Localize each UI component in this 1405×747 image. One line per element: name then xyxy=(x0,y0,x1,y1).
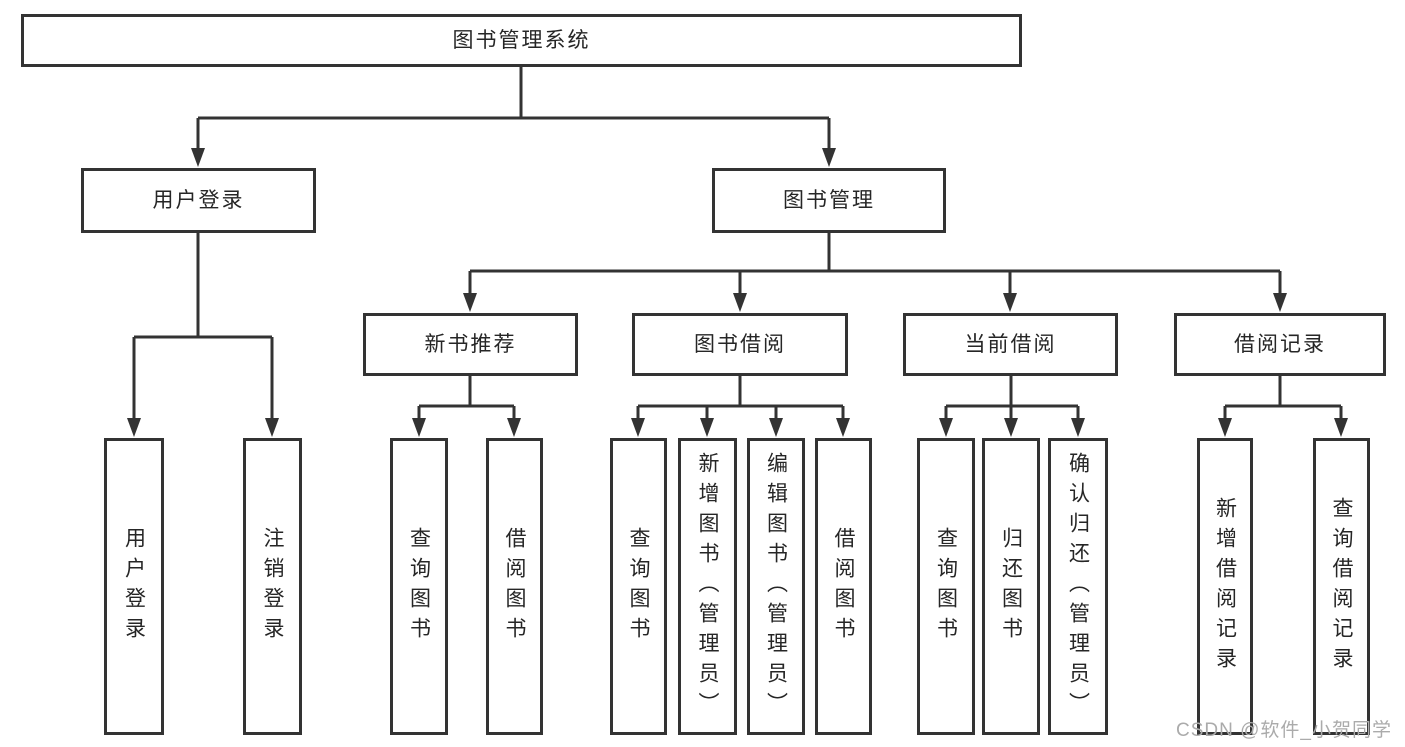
leaf-logout-label: 注销登录 xyxy=(261,526,284,647)
arrowhead-down-icon xyxy=(265,418,279,437)
node-current-borrowing-label: 当前借阅 xyxy=(964,333,1057,356)
connector-root-to-level2 xyxy=(191,66,836,167)
arrowhead-down-icon xyxy=(939,418,953,437)
leaf-edit-books-admin-label: 编辑图书（管理员） xyxy=(764,451,788,722)
node-book-management-label: 图书管理 xyxy=(783,189,875,212)
node-user-login-label: 用户登录 xyxy=(152,189,245,212)
arrowhead-down-icon xyxy=(769,418,783,437)
arrowhead-down-icon xyxy=(822,148,836,167)
leaf-user-login-label: 用户登录 xyxy=(122,526,146,647)
leaf-query-books-3-label: 查询图书 xyxy=(934,526,958,647)
leaf-confirm-return-admin: 确认归还（管理员） xyxy=(1048,438,1108,735)
leaf-borrow-books-1-label: 借阅图书 xyxy=(503,526,526,647)
connector-new-book-recommend-children xyxy=(412,376,521,437)
node-user-login: 用户登录 xyxy=(81,168,316,233)
arrowhead-down-icon xyxy=(1071,418,1085,437)
node-book-borrowing: 图书借阅 xyxy=(632,313,848,376)
leaf-add-borrow-record: 新增借阅记录 xyxy=(1197,438,1253,735)
node-borrowing-records-label: 借阅记录 xyxy=(1234,333,1326,356)
leaf-confirm-return-admin-label: 确认归还（管理员） xyxy=(1066,451,1090,722)
leaf-borrow-books-1: 借阅图书 xyxy=(486,438,543,735)
leaf-borrow-books-2: 借阅图书 xyxy=(815,438,872,735)
leaf-edit-books-admin: 编辑图书（管理员） xyxy=(747,438,805,735)
connector-borrowing-records-children xyxy=(1218,376,1348,437)
connector-book-borrowing-children xyxy=(631,376,850,437)
leaf-query-books-1-label: 查询图书 xyxy=(407,526,431,647)
leaf-add-books-admin-label: 新增图书（管理员） xyxy=(696,451,719,722)
arrowhead-down-icon xyxy=(127,418,141,437)
node-book-management: 图书管理 xyxy=(712,168,946,233)
leaf-query-books-3: 查询图书 xyxy=(917,438,975,735)
arrowhead-down-icon xyxy=(412,418,426,437)
connector-book-management-children xyxy=(463,233,1287,312)
node-book-borrowing-label: 图书借阅 xyxy=(694,333,786,356)
node-borrowing-records: 借阅记录 xyxy=(1174,313,1386,376)
arrowhead-down-icon xyxy=(1003,293,1017,312)
arrowhead-down-icon xyxy=(631,418,645,437)
node-new-book-recommend: 新书推荐 xyxy=(363,313,578,376)
arrowhead-down-icon xyxy=(1334,418,1348,437)
leaf-query-borrow-record: 查询借阅记录 xyxy=(1313,438,1370,735)
leaf-query-borrow-record-label: 查询借阅记录 xyxy=(1330,496,1353,677)
arrowhead-down-icon xyxy=(1273,293,1287,312)
connector-user-login-children xyxy=(127,233,279,437)
arrowhead-down-icon xyxy=(1004,418,1018,437)
leaf-borrow-books-2-label: 借阅图书 xyxy=(832,526,855,647)
node-new-book-recommend-label: 新书推荐 xyxy=(424,333,517,356)
arrowhead-down-icon xyxy=(463,293,477,312)
leaf-query-books-1: 查询图书 xyxy=(390,438,448,735)
leaf-query-books-2: 查询图书 xyxy=(610,438,667,735)
arrowhead-down-icon xyxy=(191,148,205,167)
watermark-text: CSDN @软件_小贺同学 xyxy=(1176,720,1392,741)
arrowhead-down-icon xyxy=(507,418,521,437)
leaf-return-books-label: 归还图书 xyxy=(999,526,1023,647)
node-root-label: 图书管理系统 xyxy=(452,29,591,52)
arrowhead-down-icon xyxy=(700,418,714,437)
arrowhead-down-icon xyxy=(836,418,850,437)
leaf-query-books-2-label: 查询图书 xyxy=(627,526,650,647)
leaf-return-books: 归还图书 xyxy=(982,438,1040,735)
leaf-add-books-admin: 新增图书（管理员） xyxy=(678,438,737,735)
leaf-logout: 注销登录 xyxy=(243,438,302,735)
leaf-user-login: 用户登录 xyxy=(104,438,164,735)
arrowhead-down-icon xyxy=(733,293,747,312)
arrowhead-down-icon xyxy=(1218,418,1232,437)
connector-current-borrowing-children xyxy=(939,376,1085,437)
node-root: 图书管理系统 xyxy=(21,14,1022,67)
node-current-borrowing: 当前借阅 xyxy=(903,313,1118,376)
leaf-add-borrow-record-label: 新增借阅记录 xyxy=(1213,496,1237,677)
